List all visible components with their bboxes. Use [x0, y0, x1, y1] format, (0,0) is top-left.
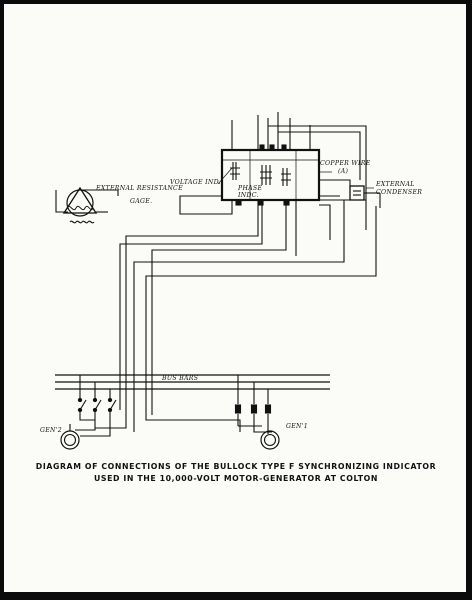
- external-resistance: [62, 186, 98, 224]
- box-top-wires: [231, 112, 367, 201]
- generator-1-switches: [234, 375, 272, 434]
- phase-indicator-label-2: INDC.: [237, 192, 259, 199]
- external-condenser: [319, 179, 380, 201]
- copper-wire-label-1: COPPER WIRE: [320, 160, 371, 167]
- leader-lines: [217, 167, 374, 189]
- paper-sheet: [4, 4, 466, 592]
- external-condenser-label-1: EXTERNAL: [375, 181, 415, 188]
- generator-1-label: GEN'1: [286, 423, 308, 430]
- generator-2: [60, 424, 80, 450]
- bus-bars: [55, 374, 330, 390]
- right-feed-wires: [133, 193, 381, 432]
- caption-line-2: USED IN THE 10,000-VOLT MOTOR-GENERATOR …: [93, 474, 379, 483]
- copper-wire-label-2: (A): [338, 168, 348, 175]
- external-resistance-label: EXTERNAL RESISTANCE: [95, 185, 183, 192]
- resistance-wires: [55, 189, 331, 415]
- bus-bars-label: BUS BARS: [161, 375, 198, 382]
- gage-label: GAGE.: [130, 198, 152, 205]
- diagram-caption: DIAGRAM OF CONNECTIONS OF THE BULLOCK TY…: [20, 461, 452, 485]
- generator-2-label: GEN'2: [40, 427, 62, 434]
- generator-2-switches: [75, 375, 127, 437]
- generator-1: [260, 430, 280, 450]
- phase-indicator-label-1: PHASE: [237, 185, 262, 192]
- voltage-indicator-label: VOLTAGE IND.: [170, 179, 221, 186]
- synchronizing-indicator-box: [220, 144, 321, 206]
- caption-line-1: DIAGRAM OF CONNECTIONS OF THE BULLOCK TY…: [35, 462, 437, 471]
- external-condenser-label-2: CONDENSER: [376, 189, 422, 196]
